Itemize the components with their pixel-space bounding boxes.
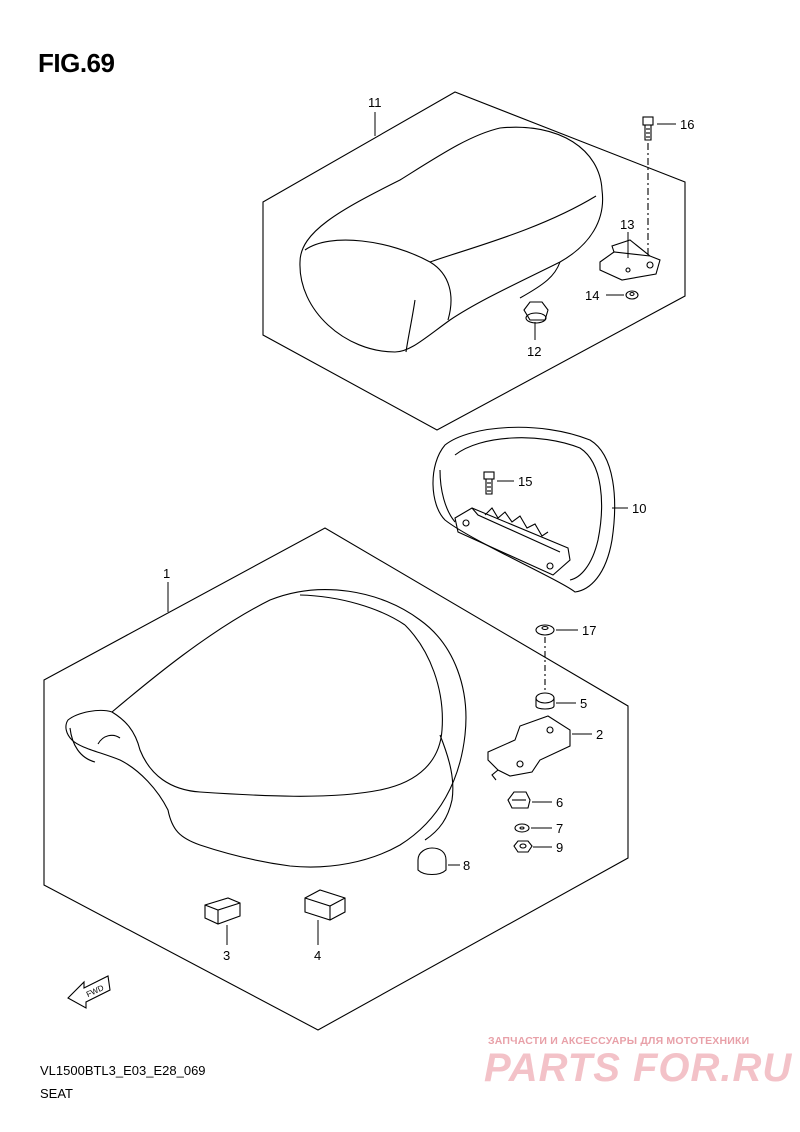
damper-3 xyxy=(204,897,241,925)
leader-lines xyxy=(167,112,676,945)
damper-4 xyxy=(304,889,346,921)
cushion-12 xyxy=(523,301,549,324)
callout-17: 17 xyxy=(582,623,596,638)
main-seat-group-frame xyxy=(43,527,629,1031)
callout-14: 14 xyxy=(585,288,599,303)
callout-labels: 11 16 13 14 12 15 10 1 17 5 2 6 7 9 8 3 … xyxy=(163,95,694,963)
watermark-brand: PARTS FOR.RU xyxy=(484,1046,793,1090)
clip-nut-6 xyxy=(507,791,531,809)
backrest-10 xyxy=(432,426,616,593)
washer-7 xyxy=(514,823,530,833)
pillion-group-frame xyxy=(262,91,686,431)
callout-12: 12 xyxy=(527,344,541,359)
callout-15: 15 xyxy=(518,474,532,489)
backrest-plate xyxy=(454,507,571,576)
figure-title: FIG.69 xyxy=(38,48,115,78)
nut-14 xyxy=(625,290,639,300)
callout-1: 1 xyxy=(163,566,170,581)
main-seat xyxy=(65,589,467,868)
callout-13: 13 xyxy=(620,217,634,232)
watermark-caption: ЗАПЧАСТИ И АКСЕССУАРЫ ДЛЯ МОТОТЕХНИКИ xyxy=(488,1035,750,1047)
pillion-seat xyxy=(299,126,604,353)
seat-bracket-13 xyxy=(599,239,661,281)
seat-bracket-2 xyxy=(487,715,571,781)
callout-16: 16 xyxy=(680,117,694,132)
collar-5 xyxy=(535,692,555,710)
callout-2: 2 xyxy=(596,727,603,742)
callout-8: 8 xyxy=(463,858,470,873)
callout-11: 11 xyxy=(368,95,382,110)
nut-9 xyxy=(513,840,533,853)
bolt-16 xyxy=(642,116,654,141)
callout-9: 9 xyxy=(556,840,563,855)
callout-3: 3 xyxy=(223,948,230,963)
callout-10: 10 xyxy=(632,501,646,516)
cushion-8 xyxy=(417,847,447,876)
figure-code: VL1500BTL3_E03_E28_069 xyxy=(40,1063,206,1078)
figure-name: SEAT xyxy=(40,1086,73,1101)
screw-15 xyxy=(483,471,495,495)
callout-7: 7 xyxy=(556,821,563,836)
fwd-arrow: FWD xyxy=(67,975,111,1009)
callout-4: 4 xyxy=(314,948,321,963)
callout-6: 6 xyxy=(556,795,563,810)
grommet-17 xyxy=(535,624,555,636)
callout-5: 5 xyxy=(580,696,587,711)
